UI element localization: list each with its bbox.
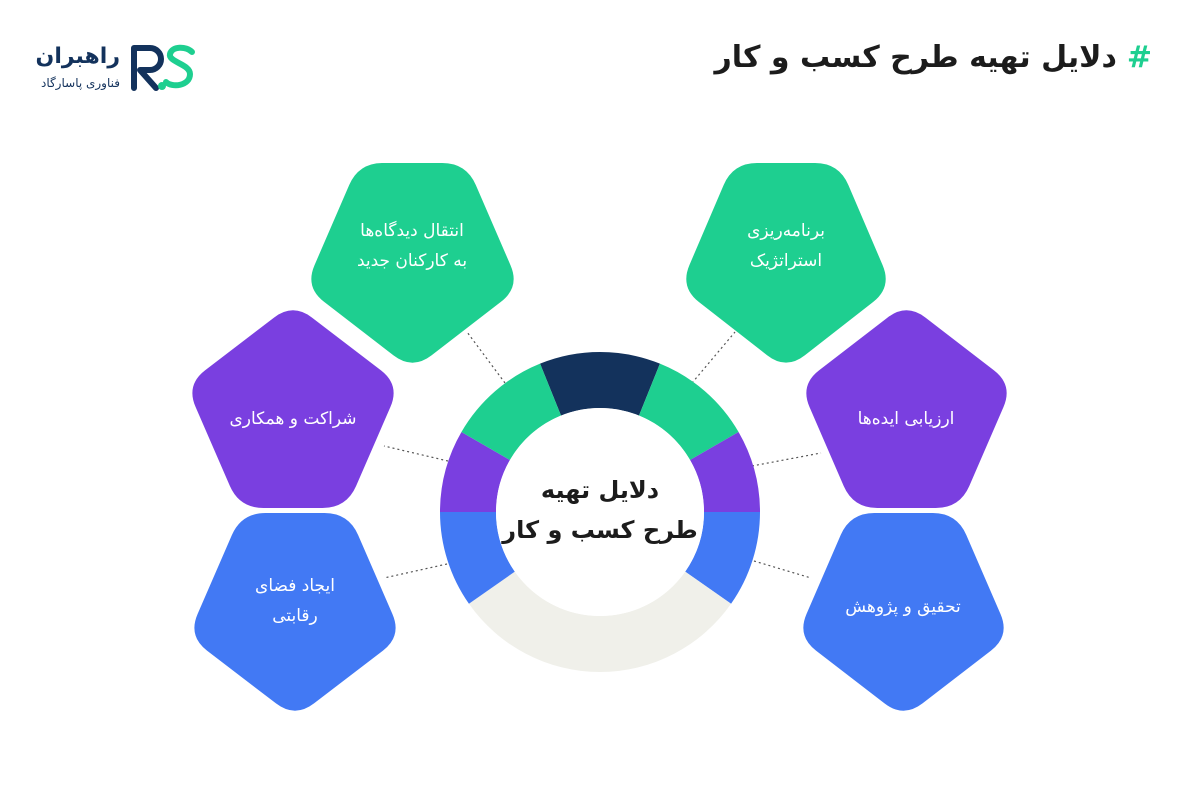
- ring-segment-2: [690, 432, 760, 512]
- reason-label-line: شراکت و همکاری: [229, 409, 356, 429]
- ring-segment-0: [540, 351, 660, 416]
- page-title-text: دلایل تهیه طرح کسب و کار: [714, 40, 1117, 75]
- logo-name: راهبران: [35, 44, 120, 69]
- ring-segment-5: [440, 512, 515, 604]
- pentagon-shape: [311, 163, 514, 363]
- logo: راهبران فناوری پاسارگاد: [36, 40, 200, 96]
- reason-label-line: تحقیق و پژوهش: [845, 597, 961, 617]
- reason-label-line: برنامه‌ریزی: [747, 221, 825, 241]
- reason-label-line: انتقال دیدگاه‌ها: [360, 220, 464, 241]
- connector-competitive-space: [383, 563, 448, 579]
- reason-label-line: ایجاد فضای: [255, 576, 335, 596]
- reason-label-line: رقابتی: [272, 606, 318, 626]
- pentagon-shape: [194, 513, 396, 711]
- connector-idea-evaluation: [751, 452, 822, 467]
- center-title-line1: دلایل تهیه: [541, 476, 659, 504]
- ring-segment-6: [440, 432, 510, 512]
- reason-partnership: شراکت و همکاری: [192, 310, 394, 508]
- rs-logo-mark-icon: [131, 44, 195, 91]
- connector-strategic-planning: [691, 331, 736, 384]
- reason-competitive-space: ایجاد فضای رقابتی: [194, 513, 396, 711]
- reason-transfer-views: انتقال دیدگاه‌ها به کارکنان جدید: [311, 163, 514, 363]
- reason-shapes: برنامه‌ریزی استراتژیک ارزیابی ایده‌ها تحقیق…: [192, 163, 1007, 711]
- pentagon-shape: [806, 310, 1007, 508]
- page-title: # دلایل تهیه طرح کسب و کار: [714, 40, 1152, 75]
- logo-subtitle: فناوری پاسارگاد: [40, 76, 120, 90]
- pentagon-shape: [803, 513, 1004, 711]
- reason-strategic-planning: برنامه‌ریزی استراتژیک: [686, 163, 886, 363]
- reason-idea-evaluation: ارزیابی ایده‌ها: [806, 310, 1007, 508]
- ring-segment-4: [468, 571, 732, 672]
- pentagon-shape: [686, 163, 886, 363]
- center-title-line2: طرح کسب و کار: [501, 516, 697, 544]
- connectors: [383, 331, 822, 579]
- center-ring: [440, 351, 760, 672]
- reason-research: تحقیق و پژوهش: [803, 513, 1004, 711]
- ring-segment-7: [461, 363, 562, 460]
- connector-transfer-views: [466, 331, 506, 384]
- connector-research: [753, 560, 812, 579]
- reason-label-line: به کارکنان جدید: [357, 251, 467, 271]
- pentagon-shape: [192, 310, 394, 508]
- reason-label-line: ارزیابی ایده‌ها: [858, 409, 955, 429]
- reason-label-line: استراتژیک: [750, 251, 822, 271]
- ring-segment-3: [685, 512, 760, 604]
- ring-segment-1: [638, 363, 739, 460]
- hash-icon: #: [1126, 40, 1152, 75]
- center-circle: [496, 408, 704, 616]
- connector-partnership: [383, 445, 449, 462]
